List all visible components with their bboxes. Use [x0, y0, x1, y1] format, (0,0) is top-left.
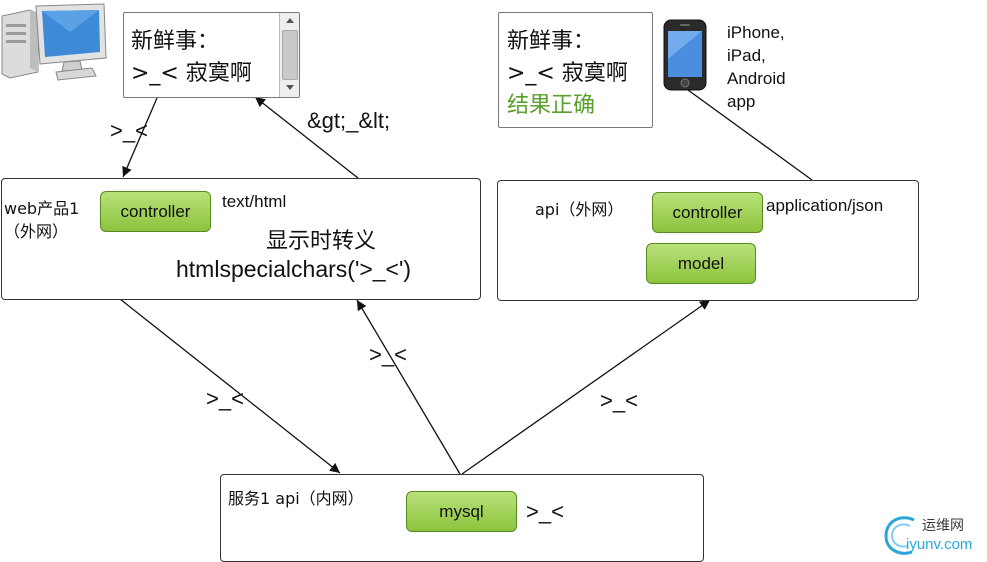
api-box: api（外网） controller application/json mode…	[497, 180, 919, 301]
mobile-popup-title: 新鲜事：	[507, 29, 596, 54]
watermark-logo: 运维网 iyunv.com	[880, 512, 985, 558]
edge-label-service-to-web: >_<	[369, 342, 407, 367]
platform-label-iphone: iPhone,	[727, 23, 785, 42]
web-box-title: web产品1	[4, 199, 80, 218]
platform-label-ipad: iPad,	[727, 46, 766, 65]
service-box-title: 服务1 api（内网）	[228, 489, 364, 508]
desktop-popup-message: >_< 寂寞啊	[131, 61, 252, 86]
watermark-swirl-icon	[884, 516, 915, 555]
api-box-title: api（外网）	[535, 200, 624, 219]
web-box-subtitle: （外网）	[4, 222, 69, 241]
api-controller-node: controller	[652, 192, 763, 233]
service-stored-value: >_<	[526, 499, 564, 524]
edge-label-desktop-to-web: >_<	[110, 118, 148, 143]
scroll-up-icon[interactable]	[286, 18, 294, 23]
web-content-type: text/html	[222, 192, 287, 211]
web-escape-function: htmlspecialchars('>_<')	[176, 256, 412, 282]
watermark-line1: 运维网	[922, 518, 964, 534]
desktop-news-popup: 新鲜事： >_< 寂寞啊	[123, 12, 300, 98]
edge-desktop-to-web	[122, 97, 158, 178]
mobile-news-popup: 新鲜事： >_< 寂寞啊 结果正确	[498, 12, 653, 128]
scroll-thumb[interactable]	[282, 30, 298, 80]
edge-label-web-to-desktop: &gt;_&lt;	[307, 108, 391, 133]
web-product-box: web产品1 （外网） controller text/html 显示时转义 h…	[1, 178, 481, 300]
edge-service-to-api	[461, 299, 711, 475]
platform-label-android: Android	[727, 69, 786, 88]
edge-web-to-desktop	[254, 96, 359, 179]
mysql-node: mysql	[406, 491, 517, 532]
api-model-node: model	[646, 243, 756, 284]
edge-phone-to-api	[687, 89, 813, 181]
edge-label-web-to-service: >_<	[206, 386, 244, 411]
desktop-popup-title: 新鲜事：	[131, 29, 220, 54]
desktop-computer-icon	[0, 2, 110, 82]
edge-service-to-web	[356, 299, 461, 475]
api-content-type: application/json	[766, 196, 884, 215]
smartphone-icon	[663, 19, 707, 91]
platform-label-app: app	[727, 92, 756, 111]
mobile-popup-result: 结果正确	[507, 93, 596, 118]
edge-label-service-to-api: >_<	[600, 388, 638, 413]
edge-web-to-service	[119, 298, 341, 474]
web-escape-note: 显示时转义	[266, 229, 377, 254]
popup-scrollbar[interactable]	[279, 13, 299, 97]
mobile-popup-message: >_< 寂寞啊	[507, 61, 628, 86]
service-api-box: 服务1 api（内网） mysql >_<	[220, 474, 704, 562]
scroll-down-icon[interactable]	[286, 85, 294, 90]
watermark-line2: iyunv.com	[906, 536, 973, 553]
web-controller-node: controller	[100, 191, 211, 232]
